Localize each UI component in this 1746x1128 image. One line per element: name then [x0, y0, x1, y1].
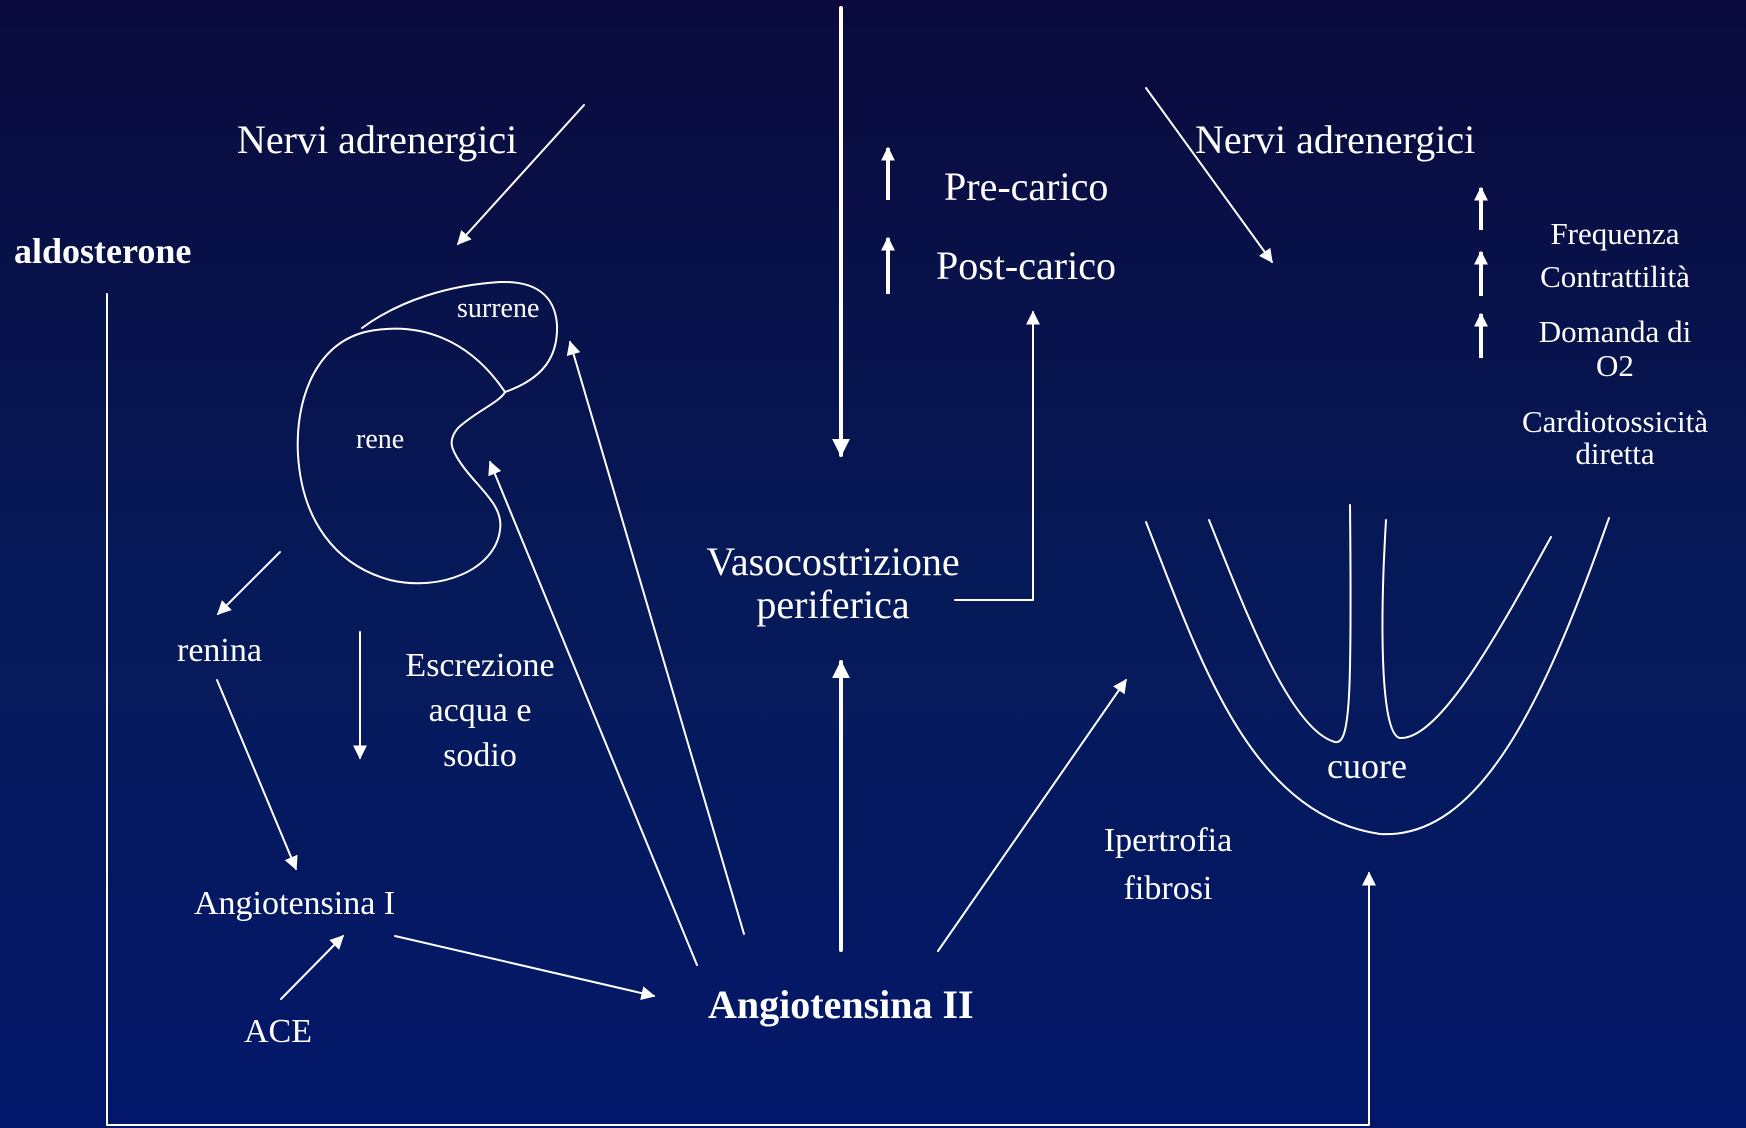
label-frequenza: Frequenza: [1510, 217, 1720, 251]
label-cardiotossicita-line2: diretta: [1490, 437, 1740, 471]
label-rene: rene: [356, 425, 404, 456]
arrow-kidney-to-renin: [218, 552, 280, 614]
heart-inner-left-outline: [1209, 505, 1351, 742]
label-ipertrofia-line1: Ipertrofia: [1068, 822, 1268, 859]
label-surrene: surrene: [457, 294, 539, 325]
arrow-angiotensin2-to-adrenal: [570, 342, 744, 934]
label-contrattilita: Contrattilità: [1510, 260, 1720, 294]
heart-inner-right-outline: [1383, 520, 1551, 738]
label-angiotensina-i: Angiotensina I: [194, 885, 395, 922]
arrow-nerves-to-heart: [1146, 88, 1272, 262]
label-cuore: cuore: [1327, 747, 1407, 787]
label-ace: ACE: [244, 1013, 312, 1050]
label-aldosterone: aldosterone: [14, 232, 191, 272]
arrow-angiotensin1-to-angiotensin2: [395, 936, 654, 996]
label-nervi-adrenergici-right: Nervi adrenergici: [1195, 118, 1475, 162]
arrow-renin-to-angiotensin1: [217, 680, 296, 869]
label-vasocostrizione-line1: Vasocostrizione: [683, 540, 983, 584]
label-domanda-line1: Domanda di: [1510, 315, 1720, 349]
label-renina: renina: [177, 632, 262, 669]
arrow-ace-to-angiotensin1: [281, 936, 343, 999]
label-post-carico: Post-carico: [936, 244, 1116, 288]
heart-outer-outline: [1146, 518, 1609, 834]
label-nervi-adrenergici-left: Nervi adrenergici: [237, 118, 517, 162]
label-domanda-line2: O2: [1510, 349, 1720, 383]
label-vasocostrizione-line2: periferica: [683, 583, 983, 627]
label-cardiotossicita-line1: Cardiotossicità: [1490, 405, 1740, 439]
label-angiotensina-ii: Angiotensina II: [708, 983, 974, 1027]
label-ipertrofia-line2: fibrosi: [1068, 870, 1268, 907]
label-escrezione-line1: Escrezione: [380, 647, 580, 684]
label-escrezione-line3: sodio: [380, 737, 580, 774]
label-pre-carico: Pre-carico: [944, 165, 1108, 209]
label-escrezione-line2: acqua e: [380, 692, 580, 729]
kidney-outline: [298, 329, 505, 584]
arrow-angiotensin2-to-heart: [938, 680, 1126, 951]
